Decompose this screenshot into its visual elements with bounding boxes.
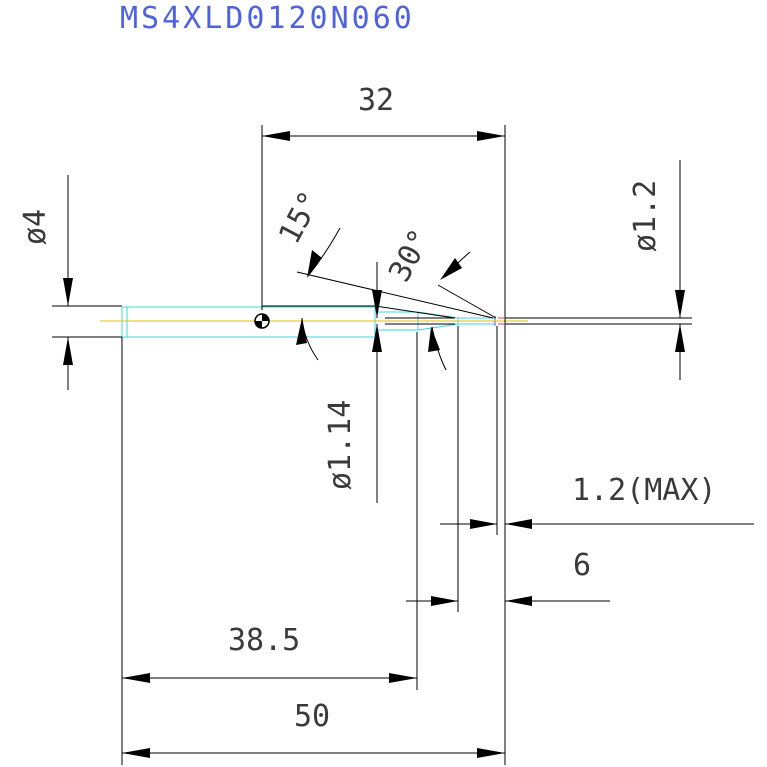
diameter-1-2: ø1.2	[505, 160, 692, 380]
diameter-4: ø4	[18, 175, 122, 390]
dimension-38-5-label: 38.5	[228, 623, 300, 658]
dimension-1-2-max: 1.2(MAX)	[440, 326, 754, 535]
origin-marker	[254, 313, 270, 329]
diameter-1-2-label: ø1.2	[628, 180, 663, 252]
dimension-6: 6	[406, 326, 610, 612]
angle-15-label: 15°	[272, 185, 328, 249]
dimension-50: 50	[122, 540, 506, 765]
dimension-32-label: 32	[358, 83, 394, 118]
dimension-1-2-max-label: 1.2(MAX)	[572, 473, 717, 508]
angle-30: 30°	[382, 223, 497, 371]
part-outline	[121, 306, 504, 338]
dimension-50-label: 50	[294, 699, 330, 734]
angle-30-label: 30°	[382, 223, 438, 287]
dimension-38-5: 38.5	[121, 332, 418, 765]
diameter-4-label: ø4	[18, 209, 53, 245]
dimension-6-label: 6	[573, 548, 591, 583]
dimension-32: 32	[261, 83, 506, 540]
part-number-title: MS4XLD0120N060	[120, 1, 415, 36]
angle-15: 15°	[272, 185, 494, 361]
diameter-1-14-label: ø1.14	[323, 400, 358, 490]
diameter-1-14: ø1.14	[323, 262, 382, 503]
